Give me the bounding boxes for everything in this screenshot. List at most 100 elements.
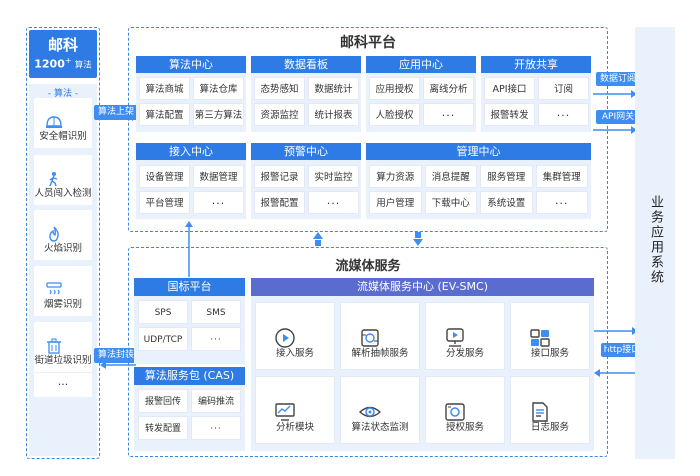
service-label: 授权服务 — [445, 422, 484, 433]
service-label: 分析模块 — [275, 422, 314, 433]
cas-item[interactable]: 报警回传 — [138, 389, 188, 413]
module-item[interactable]: 数据管理 — [193, 165, 244, 188]
module-item[interactable]: 服务管理 — [480, 165, 533, 188]
business-system-label: 业务应用系统 — [648, 195, 663, 285]
cas-title: 算法服务包 (CAS) — [134, 367, 245, 385]
down-arrow-streaming — [412, 231, 424, 246]
module-item[interactable]: ··· — [193, 191, 244, 214]
module-item[interactable]: 算法仓库 — [193, 77, 244, 100]
module-title: 算法中心 — [136, 56, 246, 73]
module-item[interactable]: 态势感知 — [254, 77, 305, 100]
module-item[interactable]: 人脸授权 — [369, 103, 420, 126]
module-item[interactable]: 应用授权 — [369, 77, 420, 100]
module-item[interactable]: 资源监控 — [254, 103, 305, 126]
module-item[interactable]: API接口 — [484, 77, 535, 100]
algo-package-label: 算法封装 — [94, 348, 138, 363]
http-api-arrow-in — [594, 364, 638, 377]
algorithm-count: 1200+ 算法 — [29, 56, 97, 70]
up-arrow-gb-to-access — [183, 221, 195, 277]
service-box[interactable]: 分发服务 — [425, 302, 505, 370]
algorithm-item[interactable]: 街道垃圾识别 — [34, 322, 92, 372]
module-title: 应用中心 — [366, 56, 476, 73]
module-item[interactable]: 统计报表 — [308, 103, 359, 126]
module-item[interactable]: 算法配置 — [139, 103, 190, 126]
cas-item[interactable]: 编码推流 — [191, 389, 241, 413]
module-item[interactable]: 订阅 — [538, 77, 589, 100]
algorithm-item-label: ··· — [57, 378, 69, 391]
algorithm-item-label: 火焰识别 — [43, 243, 82, 254]
module-item[interactable]: 设备管理 — [139, 165, 190, 188]
algorithm-item[interactable]: ··· — [34, 373, 92, 397]
streaming-title: 流媒体服务 — [335, 259, 401, 274]
evsmc-title: 流媒体服务中心 (EV-SMC) — [251, 278, 594, 296]
http-api-label: http接口 — [601, 343, 643, 357]
module-item[interactable]: 消息提醒 — [424, 165, 477, 188]
cas-item[interactable]: ··· — [191, 416, 241, 440]
module-item[interactable]: 算法商城 — [139, 77, 190, 100]
service-label: 接口服务 — [530, 348, 569, 359]
module-item[interactable]: 报警配置 — [254, 191, 305, 214]
module-title: 管理中心 — [366, 143, 591, 160]
service-box[interactable]: 算法状态监测 — [340, 376, 420, 444]
module-title: 预警中心 — [251, 143, 361, 160]
count-plus: + — [64, 56, 72, 65]
gb-platform-title: 国标平台 — [134, 278, 245, 296]
service-box[interactable]: 接入服务 — [255, 302, 335, 370]
module-item[interactable]: 系统设置 — [480, 191, 533, 214]
gb-item[interactable]: UDP/TCP — [138, 327, 188, 351]
platform-title: 邮科平台 — [340, 35, 396, 51]
module-item[interactable]: 报警转发 — [484, 103, 535, 126]
algo-package-arrow — [100, 356, 136, 369]
module-title: 开放共享 — [481, 56, 591, 73]
module-item[interactable]: ··· — [538, 103, 589, 126]
service-box[interactable]: 日志服务 — [510, 376, 590, 444]
service-box[interactable]: 解析抽帧服务 — [340, 302, 420, 370]
count-number: 1200 — [34, 57, 65, 71]
module-item[interactable]: 集群管理 — [535, 165, 588, 188]
algorithm-item[interactable]: 安全帽识别 — [34, 98, 92, 148]
algorithm-item-label: 人员闯入检测 — [34, 188, 92, 199]
module-item[interactable]: ··· — [308, 191, 359, 214]
module-item[interactable]: ··· — [423, 103, 474, 126]
gb-item[interactable]: SMS — [191, 300, 241, 324]
service-box[interactable]: 授权服务 — [425, 376, 505, 444]
module-item[interactable]: 平台管理 — [139, 191, 190, 214]
data-push-arrow — [593, 85, 637, 98]
module-item[interactable]: 用户管理 — [369, 191, 422, 214]
module-item[interactable]: 报警记录 — [254, 165, 305, 188]
algorithm-section-label: - 算法 - — [47, 89, 79, 99]
module-item[interactable]: 离线分析 — [423, 77, 474, 100]
gb-item[interactable]: ··· — [191, 327, 241, 351]
module-title: 接入中心 — [136, 143, 246, 160]
service-box[interactable]: 分析模块 — [255, 376, 335, 444]
streaming-box — [128, 247, 608, 457]
cas-item[interactable]: 转发配置 — [138, 416, 188, 440]
module-item[interactable]: 算力资源 — [369, 165, 422, 188]
algorithm-item-label: 烟雾识别 — [43, 299, 82, 310]
module-item[interactable]: 下载中心 — [424, 191, 477, 214]
service-label: 解析抽帧服务 — [351, 348, 409, 359]
algorithm-panel-header: 邮科 1200+ 算法 — [29, 30, 97, 78]
algorithm-item[interactable]: 烟雾识别 — [34, 266, 92, 316]
count-suffix: 算法 — [74, 60, 92, 71]
module-item[interactable]: 实时监控 — [308, 165, 359, 188]
api-gateway-arrow — [593, 121, 637, 134]
module-item[interactable]: 数据统计 — [308, 77, 359, 100]
algorithm-item-label: 街道垃圾识别 — [34, 355, 92, 366]
algo-upload-label: 算法上架 — [94, 105, 138, 120]
service-label: 分发服务 — [445, 348, 484, 359]
gb-item[interactable]: SPS — [138, 300, 188, 324]
algorithm-item[interactable]: 火焰识别 — [34, 210, 92, 260]
service-box[interactable]: 接口服务 — [510, 302, 590, 370]
algorithm-item-label: 安全帽识别 — [39, 131, 87, 142]
module-item[interactable]: ··· — [535, 191, 588, 214]
module-item[interactable]: 第三方算法 — [193, 103, 244, 126]
brand-title: 邮科 — [47, 36, 78, 54]
service-label: 接入服务 — [275, 348, 314, 359]
service-label: 日志服务 — [530, 422, 569, 433]
module-title: 数据看板 — [251, 56, 361, 73]
algorithm-item[interactable]: 人员闯入检测 — [34, 155, 92, 205]
service-label: 算法状态监测 — [351, 422, 409, 433]
up-arrow-streaming — [312, 231, 324, 246]
business-system-panel: 业务应用系统 — [635, 27, 675, 459]
